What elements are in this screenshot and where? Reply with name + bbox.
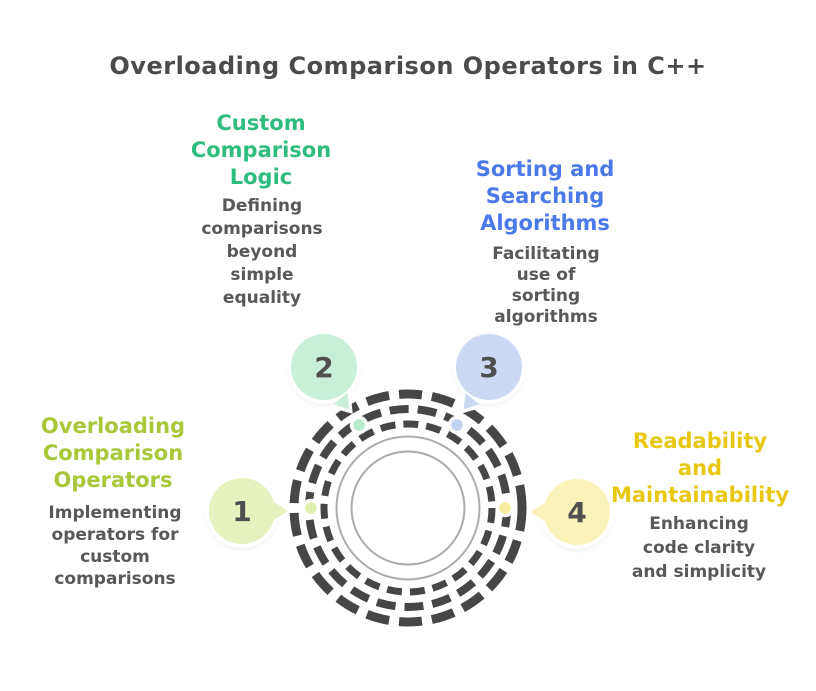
node-2-label: Custom Comparison Logic (190, 111, 332, 189)
node-1-ring-dot (301, 498, 321, 518)
node-4-label: Readability and Maintainability (610, 429, 790, 507)
node-4-number: 4 (567, 495, 587, 529)
node-4-bubble: 4 (526, 479, 610, 545)
node-2-number: 2 (314, 350, 334, 384)
node-1-description: Implementing operators for custom compar… (48, 503, 182, 589)
node-3-number: 3 (479, 350, 499, 384)
white-band-ring (335, 435, 481, 581)
node-3-ring-dot (447, 415, 467, 435)
outer-dashed-ring (289, 389, 527, 627)
node-4-ring-dot (495, 498, 515, 518)
node-2-ring-dot (349, 415, 369, 435)
center-rings-graphic (289, 389, 527, 627)
node-3-label: Sorting and Searching Algorithms (475, 157, 615, 235)
diagram-title: Overloading Comparison Operators in C++ (109, 52, 707, 80)
white-band-inner-edge (350, 450, 466, 566)
node-4-description: Enhancing code clarity and simplicity (631, 514, 767, 582)
node-2-description: Defining comparisons beyond simple equal… (201, 196, 323, 308)
inner-dashed-ring (320, 420, 496, 596)
node-3-bubble: 3 (456, 334, 522, 400)
node-1-number: 1 (232, 494, 252, 528)
white-band-outer-edge (335, 435, 481, 581)
node-3-description: Facilitating use of sorting algorithms (492, 244, 600, 327)
node-1-bubble: 1 (209, 478, 293, 544)
node-2-bubble: 2 (291, 334, 357, 400)
node-1-label: Overloading Comparison Operators (40, 414, 186, 492)
